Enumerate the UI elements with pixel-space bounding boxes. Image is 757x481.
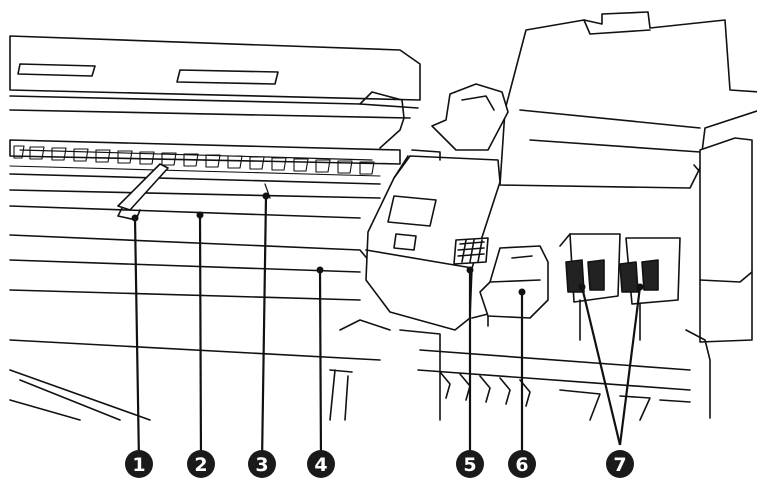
callout-2-label: 2 [194, 454, 207, 476]
callout-1-label: 1 [132, 454, 145, 476]
callout-4: 4 [307, 450, 335, 478]
cleaning-area [453, 237, 489, 265]
lower-front [9, 289, 691, 421]
platen-segments [9, 145, 381, 177]
ink-slots [559, 233, 681, 341]
opened-cover [499, 11, 757, 189]
print-head-carriage [365, 83, 509, 331]
carriage-rail [9, 139, 401, 273]
callout-7: 7 [606, 450, 634, 478]
callout-6-label: 6 [515, 454, 528, 476]
callout-3: 3 [248, 450, 276, 478]
callout-5-label: 5 [463, 454, 476, 476]
callout-3-label: 3 [255, 454, 268, 476]
callout-4-label: 4 [314, 454, 327, 476]
callout-5: 5 [456, 450, 484, 478]
callout-7-label: 7 [613, 454, 626, 476]
callout-2: 2 [187, 450, 215, 478]
callout-6: 6 [508, 450, 536, 478]
paper-edge-plate [117, 163, 169, 221]
callout-1: 1 [125, 450, 153, 478]
flushing-box [479, 245, 549, 319]
printer-body-right [685, 137, 753, 419]
leader-lines [131, 192, 644, 463]
top-cover [9, 35, 421, 149]
